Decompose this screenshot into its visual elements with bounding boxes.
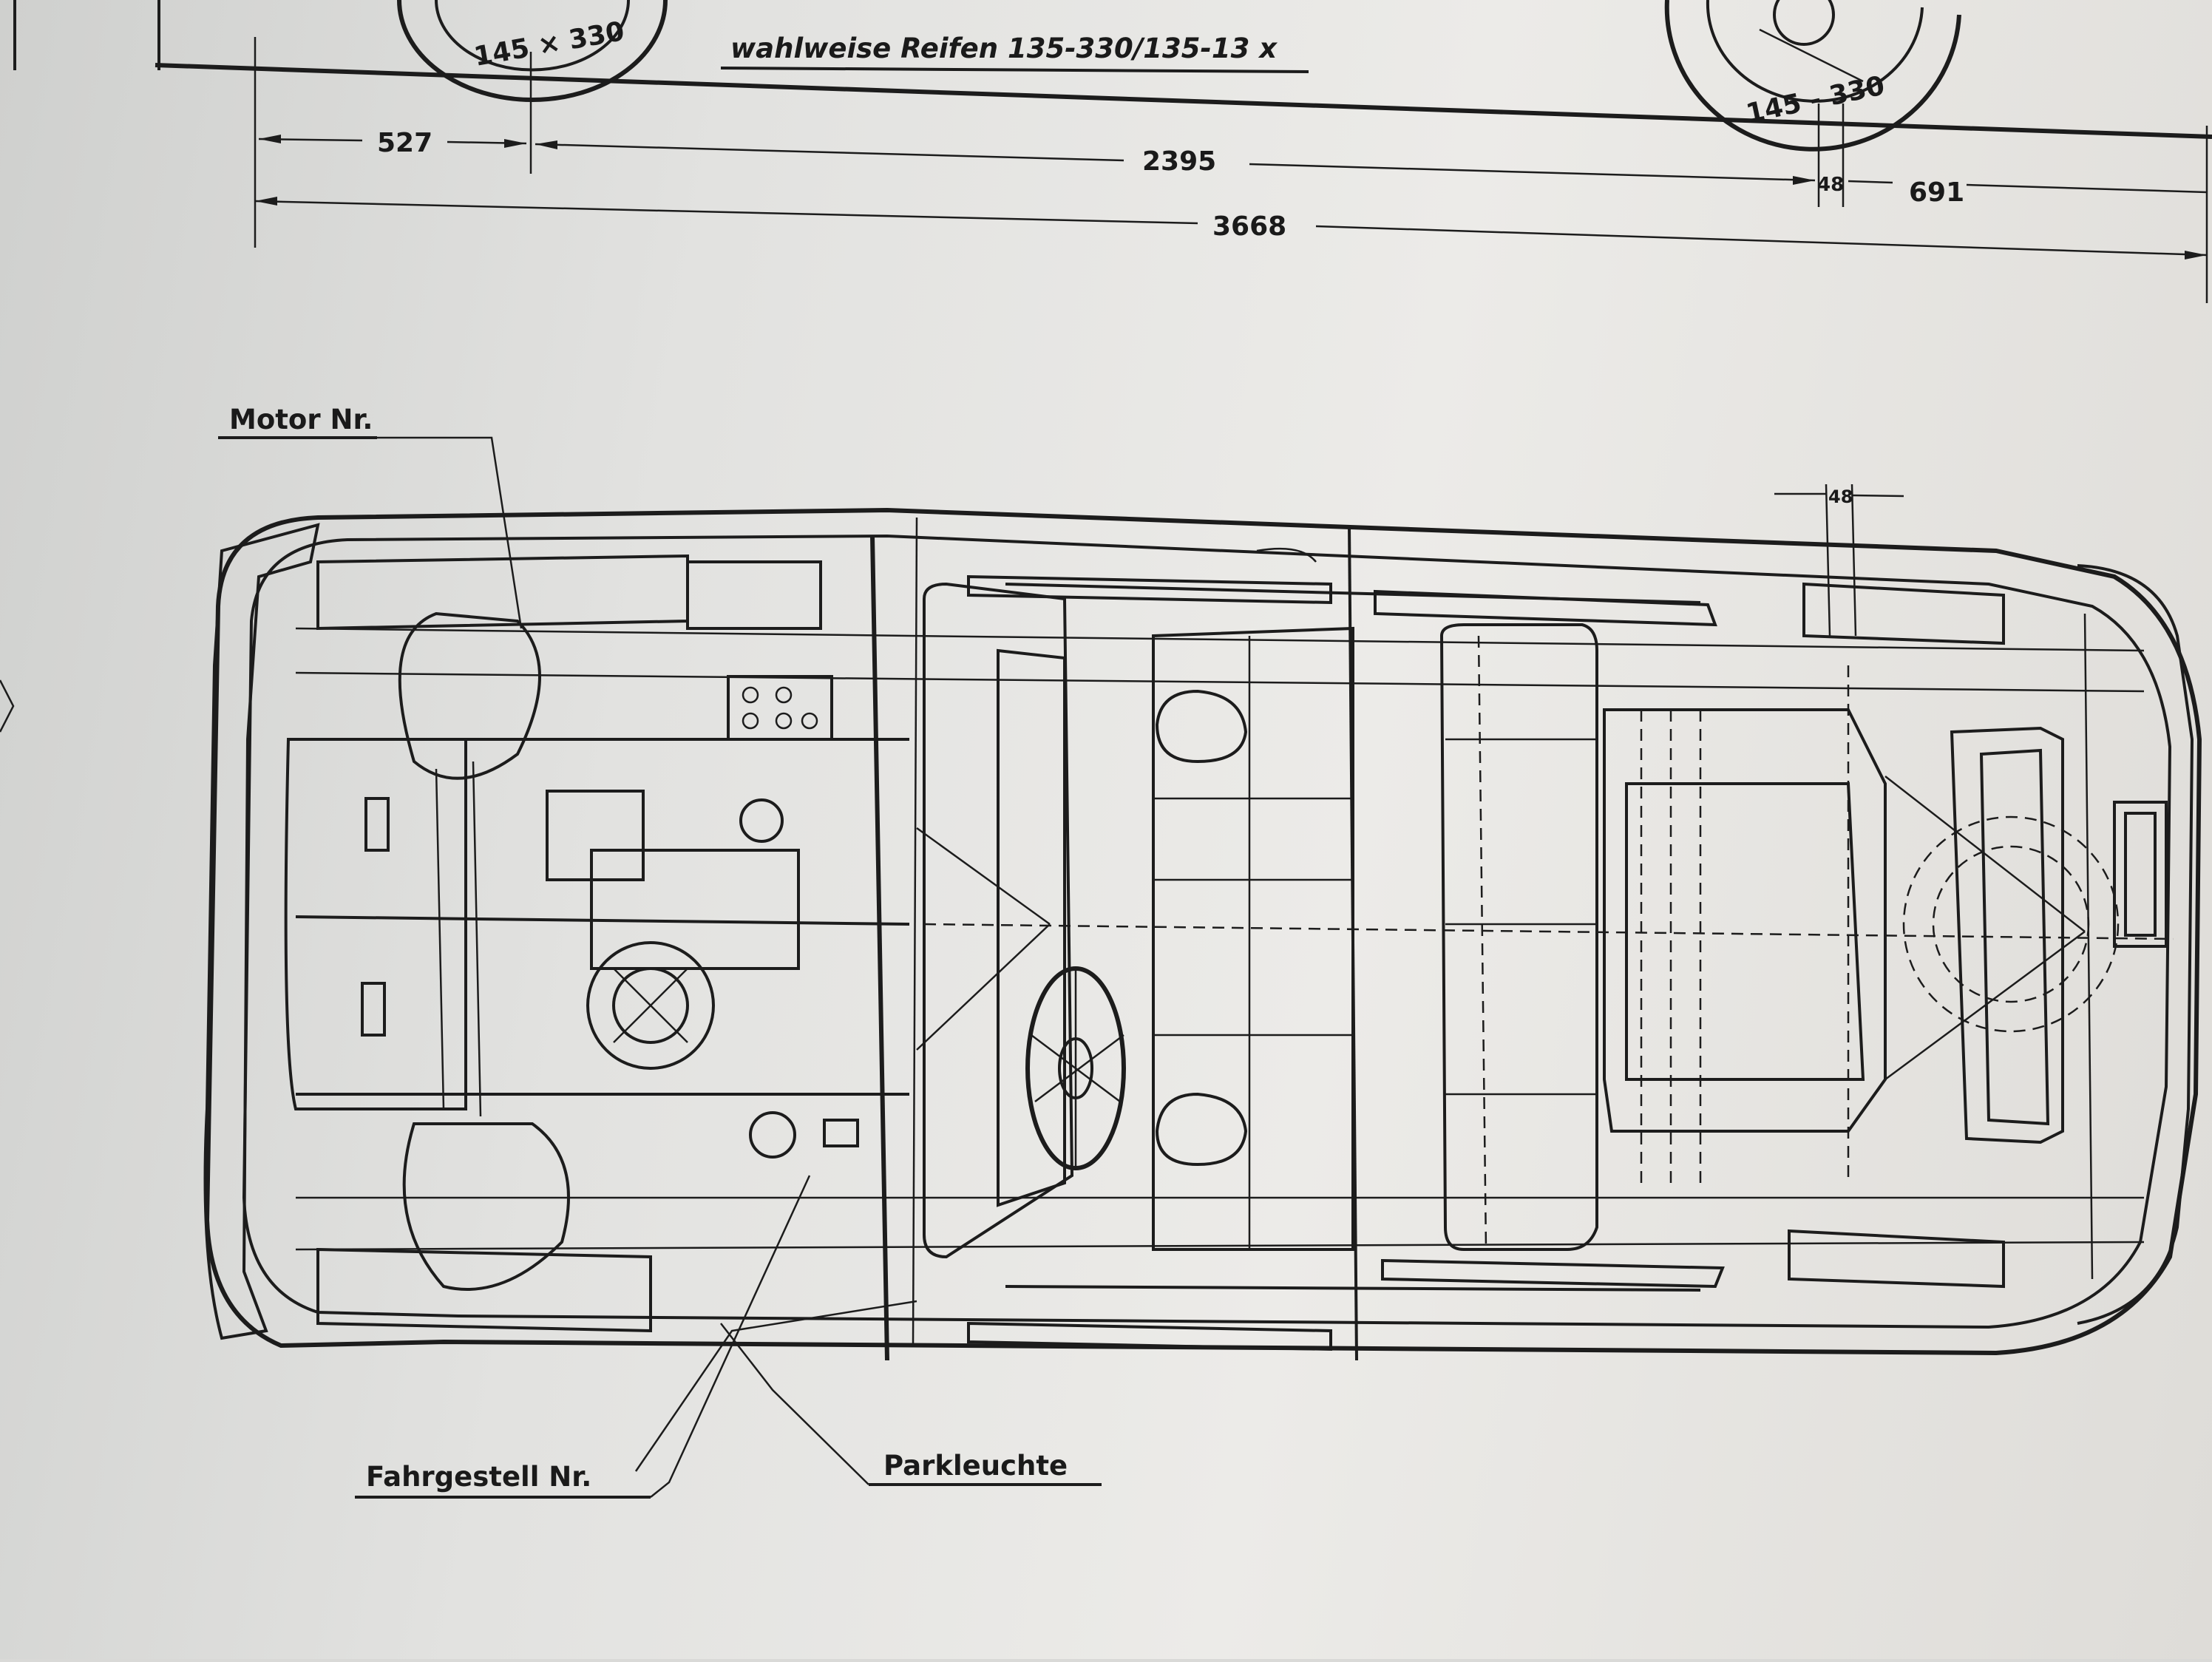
tire-option-label: wahlweise Reifen 135-330/135-13 x (730, 33, 1278, 64)
callout-engine-number: Motor Nr. (229, 404, 373, 435)
vehicle-top-view (203, 507, 2202, 1361)
callout-parking-light: Parkleuchte (883, 1450, 1068, 1482)
callout-chassis-number: Fahrgestell Nr. (366, 1461, 591, 1493)
rear-tire-size: 145 - 330 (1743, 70, 1887, 129)
tire-option-underline (720, 67, 1309, 73)
dimension-row-2 (254, 197, 2208, 260)
dimension-row-1 (258, 135, 2208, 194)
dim-rear-overhang: 691 (1909, 177, 1964, 208)
front-tire-size: 145 × 330 (472, 16, 627, 72)
dim-rear-offset: 48 (1817, 174, 1844, 196)
plan-offset-dimension: 48 (1828, 486, 1853, 507)
dim-front-overhang: 527 (377, 128, 432, 158)
dim-total-length: 3668 (1212, 211, 1286, 242)
dim-wheelbase: 2395 (1142, 146, 1216, 177)
side-view-fragment (13, 0, 2212, 152)
